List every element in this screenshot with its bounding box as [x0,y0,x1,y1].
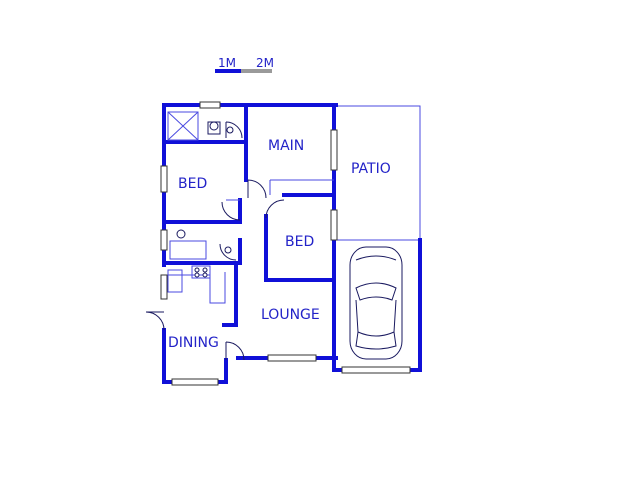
scale-segment-2m [241,69,272,73]
bathtub [169,240,207,260]
kitchen-sink [167,269,183,293]
basin-ensuite-icon [226,126,234,134]
shower [167,111,199,141]
scale-bar: 1M 2M [215,56,274,73]
car-icon [349,246,403,360]
room-label-main: MAIN [268,138,304,154]
door-swing-bed1 [221,201,241,221]
window-dining [171,378,219,386]
window-bed1 [160,165,168,193]
room-label-patio: PATIO [351,161,391,177]
window-bath [160,229,168,251]
scale-segment-1m [215,69,241,73]
toilet-bath-icon [176,229,186,239]
door-swing-bed2 [265,199,285,219]
room-label-dining: DINING [168,335,219,351]
stove-burner-icon [194,267,200,273]
door-swing-entrance [145,311,165,331]
scale-label-1m: 1M [218,56,236,70]
basin-bath-icon [224,246,232,254]
door-swing-dining [225,341,245,361]
door-swing-main [247,179,267,199]
door-swing-bath [219,243,237,261]
windows [160,101,411,386]
window-bed2 [330,209,338,241]
garage-door [341,366,411,374]
room-label-bed-2: BED [285,234,314,250]
room-label-lounge: LOUNGE [261,307,320,323]
stove [191,265,211,279]
window-main [330,129,338,171]
door-swings [145,121,285,361]
fixtures [176,121,234,278]
door-swing-ensuite [225,121,243,139]
window-kitchen [160,274,168,300]
window-lounge [267,354,317,362]
window-ensuite [199,101,221,109]
scale-label-2m: 2M [256,56,274,70]
room-label-bed-1: BED [178,176,207,192]
